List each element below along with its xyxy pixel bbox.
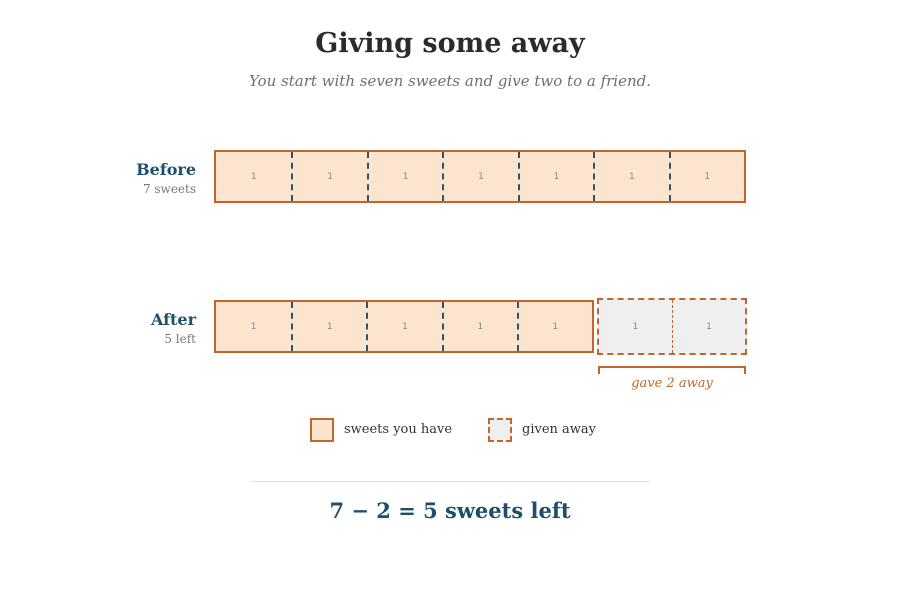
diagram-subtitle: You start with seven sweets and give two… [248,72,652,90]
legend-given-label: given away [522,422,596,437]
before-label: Before [136,160,196,179]
given-away-label: gave 2 away [631,376,713,391]
after-count: 5 left [164,332,196,346]
after-label: After [150,310,196,329]
sweet-unit: 1 [250,171,257,182]
before-count: 7 sweets [142,182,196,196]
sweet-unit-given: 1 [672,300,745,353]
sweet-unit-kept: 1 [516,302,592,351]
given-away-brace [598,366,746,374]
equation: 7 − 2 = 5 sweets left [329,498,571,523]
sweet-unit-kept: 1 [441,302,517,351]
divider-line [250,481,650,482]
sweet-unit: 1 [668,152,744,201]
sweet-unit-kept: 1 [291,302,366,351]
sweet-unit: 1 [442,152,517,201]
after-row-label: After 5 left [151,310,196,348]
legend-have-label: sweets you have [344,422,453,437]
sweet-unit-kept: 1 [366,302,441,351]
sweet-unit: 1 [517,152,593,201]
sweet-unit-given: 1 [632,321,639,332]
legend-have-swatch [310,418,334,442]
sweet-unit-kept: 1 [250,321,257,332]
before-row-label: Before 7 sweets [136,160,196,198]
legend-given-swatch [488,418,512,442]
sweet-unit: 1 [593,152,668,201]
sweet-unit: 1 [291,152,366,201]
sweet-unit: 1 [366,152,442,201]
diagram-title: Giving some away [315,28,585,59]
